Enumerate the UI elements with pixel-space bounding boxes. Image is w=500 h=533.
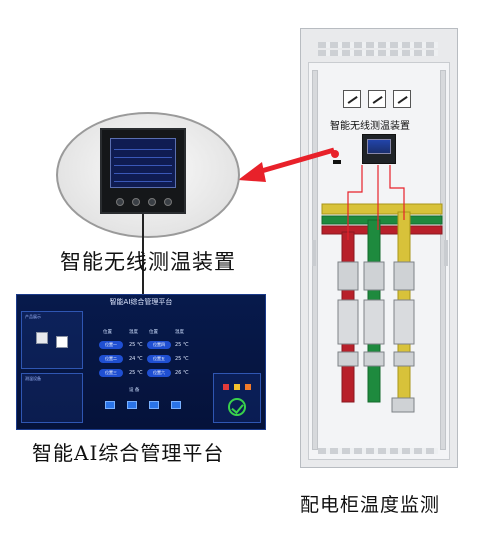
alarm-orange-indicator [245, 384, 251, 390]
position-button[interactable]: 位置一 [99, 341, 123, 349]
gauge-icon [343, 90, 361, 108]
device-button [132, 198, 140, 206]
breaker-2 [363, 299, 385, 345]
cabinet-temperature-device [362, 134, 396, 164]
clamp-block-2 [363, 261, 385, 291]
check-circle-icon [228, 398, 246, 416]
alarm-red-indicator [223, 384, 229, 390]
product-panel: 产品展示 [21, 311, 83, 369]
wireless-temperature-device [100, 128, 186, 214]
position-button[interactable]: 位置五 [147, 355, 171, 363]
sensor-wire-3 [389, 165, 405, 220]
breaker-3 [393, 299, 415, 345]
device-button [116, 198, 124, 206]
door-latch-right [444, 240, 448, 266]
cabinet-device-label: 智能无线测温装置 [330, 121, 410, 132]
col-temp-2: 温度 [175, 330, 184, 335]
device-status-icon [171, 401, 181, 409]
door-latch-left [312, 240, 316, 266]
platform-title: 智能AI综合管理平台 [109, 298, 173, 306]
temperature-value: 25 ℃ [175, 342, 189, 348]
clamp-bottom-2 [363, 351, 385, 367]
platform-caption: 智能AI综合管理平台 [32, 441, 225, 465]
devices-section-title: 设 备 [129, 388, 140, 393]
temperature-value: 25 ℃ [129, 370, 143, 376]
position-button[interactable]: 位置三 [99, 369, 123, 377]
clamp-bottom-1 [337, 351, 359, 367]
product-image [36, 332, 48, 344]
platform-sidebar: 产品展示 测温设备 [21, 311, 83, 425]
gauge-icon [393, 90, 411, 108]
device-screen [110, 138, 176, 188]
horizontal-busbar-green [321, 215, 443, 225]
alarm-panel [213, 373, 261, 423]
sensor-wire-1 [347, 165, 363, 240]
product-image [56, 336, 68, 348]
cabinet-top-vent-2 [318, 50, 438, 56]
col-temp-1: 温度 [129, 330, 138, 335]
pointer-arrow [238, 147, 335, 182]
device-status-icon [127, 401, 137, 409]
device-panel: 测温设备 [21, 373, 83, 423]
temperature-value: 26 ℃ [175, 370, 189, 376]
gauge-icon [368, 90, 386, 108]
ai-management-platform-screen: 智能AI综合管理平台 产品展示 测温设备 位置 温度 位置 温度 位置一 25 … [16, 294, 266, 430]
temperature-value: 24 ℃ [129, 356, 143, 362]
breaker-1 [337, 299, 359, 345]
device-status-icon [105, 401, 115, 409]
product-panel-label: 产品展示 [25, 314, 41, 319]
cabinet-bottom-vent [318, 448, 438, 454]
device-caption: 智能无线测温装置 [60, 250, 236, 274]
cabinet-top-vent [318, 42, 438, 48]
device-button [148, 198, 156, 206]
clamp-bottom-3 [393, 351, 415, 367]
clamp-block-1 [337, 261, 359, 291]
position-button[interactable]: 位置四 [147, 341, 171, 349]
horizontal-busbar-yellow [321, 203, 443, 215]
horizontal-busbar-red [321, 225, 443, 235]
busbar-assembly [312, 165, 448, 413]
alarm-yellow-indicator [234, 384, 240, 390]
ground-clamp [391, 397, 415, 413]
device-location-dot [331, 150, 339, 158]
position-button[interactable]: 位置六 [147, 369, 171, 377]
clamp-block-3 [393, 261, 415, 291]
device-status-icon [149, 401, 159, 409]
position-button[interactable]: 位置二 [99, 355, 123, 363]
cabinet-slot [333, 160, 341, 164]
temperature-value: 25 ℃ [129, 342, 143, 348]
device-panel-label: 测温设备 [25, 376, 41, 381]
col-position-1: 位置 [103, 330, 112, 335]
connector-line [142, 214, 144, 294]
temperature-value: 25 ℃ [175, 356, 189, 362]
cabinet-caption: 配电柜温度监测 [300, 494, 441, 516]
col-position-2: 位置 [149, 330, 158, 335]
device-button [164, 198, 172, 206]
